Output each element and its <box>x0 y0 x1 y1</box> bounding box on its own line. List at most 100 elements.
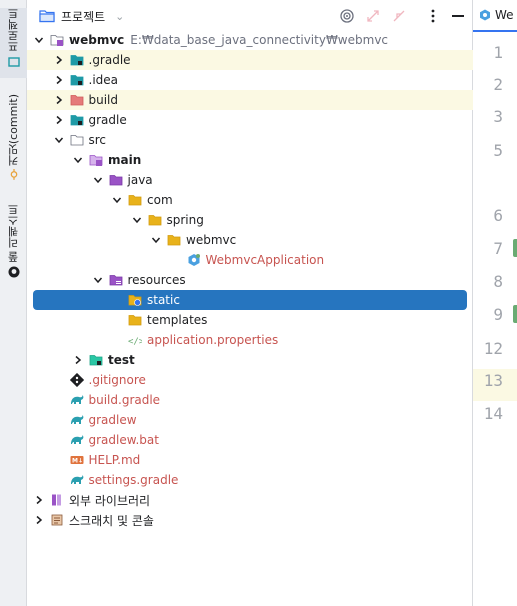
folder-icon-package <box>128 193 142 207</box>
tree-item-name: webmvc <box>186 233 237 247</box>
tree-item-label: 외부 라이브러리 <box>69 492 150 509</box>
more-vertical-icon <box>431 9 435 23</box>
gradle-icon <box>70 473 84 487</box>
tree-item-build[interactable]: build <box>27 90 473 110</box>
tree-item-templates[interactable]: templates <box>27 310 473 330</box>
tree-item-gradlew[interactable]: gradlew <box>27 410 473 430</box>
tree-item-label: webmvc <box>186 233 236 247</box>
tree-item-test[interactable]: test <box>27 350 473 370</box>
tree-item-resources[interactable]: resources <box>27 270 473 290</box>
hide-panel-button[interactable] <box>450 8 466 24</box>
project-path: E:₩data_base_java_connectivity₩webmvc <box>130 33 389 47</box>
gutter-run-marker[interactable] <box>513 305 517 323</box>
tree-item-application-properties[interactable]: </>application.properties <box>27 330 473 350</box>
tree-item-spring[interactable]: spring <box>27 210 473 230</box>
editor-tab-label: We <box>495 8 514 22</box>
markdown-icon: M↓ <box>70 453 84 467</box>
chevron-down-icon[interactable] <box>92 174 104 186</box>
commit-icon <box>10 169 17 180</box>
chevron-right-icon[interactable] <box>33 514 45 526</box>
line-number: 6 <box>493 206 503 225</box>
editor-tab[interactable]: We <box>473 0 517 32</box>
tree-item-webmvc[interactable]: webmvc <box>27 230 473 250</box>
tree-item-gradle[interactable]: gradle <box>27 110 473 130</box>
tree-item-idea[interactable]: .idea <box>27 70 473 90</box>
folder-icon-main <box>89 153 103 167</box>
chevron-down-icon[interactable] <box>150 234 162 246</box>
chevron-down-icon[interactable] <box>53 134 65 146</box>
chevron-down-icon[interactable] <box>72 154 84 166</box>
tree-item-name: 스크래치 및 콘솔 <box>69 513 154 528</box>
tree-item-label: .gradle <box>89 53 131 67</box>
tree-item-외부-라이브러리[interactable]: 외부 라이브러리 <box>27 490 473 510</box>
tree-item-label: gradle <box>89 113 127 127</box>
tree-item-name: com <box>147 193 173 207</box>
chevron-right-icon[interactable] <box>33 494 45 506</box>
tree-item-name: .gradle <box>88 53 131 67</box>
chevron-down-icon[interactable] <box>131 214 143 226</box>
tree-item-label: webmvc E:₩data_base_java_connectivity₩web… <box>69 33 388 47</box>
tree-item-name: build <box>88 93 119 107</box>
commit-tool-tab[interactable]: 커밋(commit) <box>0 94 27 180</box>
tree-item-java[interactable]: java <box>27 170 473 190</box>
select-opened-file-button[interactable] <box>339 8 355 24</box>
project-panel-title[interactable]: 프로젝트 <box>61 9 106 24</box>
folder-icon-package <box>167 233 181 247</box>
chevron-down-icon[interactable] <box>111 194 123 206</box>
project-tool-tab[interactable]: 프로젝트 <box>0 8 27 78</box>
chevron-right-icon[interactable] <box>72 354 84 366</box>
tree-item-name: settings.gradle <box>88 473 179 487</box>
chevron-right-icon[interactable] <box>53 94 65 106</box>
collapse-all-button[interactable] <box>391 8 407 24</box>
tree-item-gradle[interactable]: .gradle <box>27 50 473 70</box>
line-number: 8 <box>493 272 503 291</box>
tree-item-src[interactable]: src <box>27 130 473 150</box>
scratch-icon <box>50 513 64 527</box>
tree-item-name: spring <box>166 213 204 227</box>
tree-item-name: webmvc <box>69 33 125 47</box>
tree-item-name: gradlew <box>88 413 137 427</box>
tree-item-static[interactable]: static <box>33 290 467 310</box>
tree-item-gradlew-bat[interactable]: gradlew.bat <box>27 430 473 450</box>
tree-item-label: .idea <box>89 73 119 87</box>
chevron-right-icon[interactable] <box>53 74 65 86</box>
expand-all-button[interactable] <box>365 8 381 24</box>
tree-item-webmvcapplication[interactable]: WebmvcApplication <box>27 250 473 270</box>
tree-item-build-gradle[interactable]: build.gradle <box>27 390 473 410</box>
project-panel-header: 프로젝트 ⌄ <box>27 0 473 32</box>
tree-item-name: WebmvcApplication <box>205 253 325 267</box>
tree-item-com[interactable]: com <box>27 190 473 210</box>
chevron-right-icon[interactable] <box>53 114 65 126</box>
tree-item-gitignore[interactable]: .gitignore <box>27 370 473 390</box>
chevron-right-icon[interactable] <box>53 54 65 66</box>
minimize-icon <box>452 15 464 17</box>
tree-item-label: settings.gradle <box>89 473 179 487</box>
commit-tool-tab-label: 커밋(commit) <box>6 94 20 167</box>
tree-item-label: HELP.md <box>89 453 141 467</box>
tree-item-name: .gitignore <box>88 373 146 387</box>
project-panel: 프로젝트 ⌄ webmvc E:₩data_base_java_connectiv… <box>27 0 473 606</box>
chevron-down-icon[interactable]: ⌄ <box>115 9 125 23</box>
tree-item-label: spring <box>167 213 204 227</box>
tree-item-help-md[interactable]: M↓ HELP.md <box>27 450 473 470</box>
gradle-icon <box>70 413 84 427</box>
tree-item-main[interactable]: main <box>27 150 473 170</box>
tree-item-settings-gradle[interactable]: settings.gradle <box>27 470 473 490</box>
library-icon <box>50 493 64 507</box>
options-button[interactable] <box>425 8 441 24</box>
tree-item-name: gradle <box>88 113 127 127</box>
chevron-down-icon[interactable] <box>92 274 104 286</box>
pull-requests-tool-tab[interactable]: 풀 리퀘스트 <box>0 204 27 278</box>
tree-item-label: gradlew.bat <box>89 433 159 447</box>
tree-item-name: 외부 라이브러리 <box>69 493 151 508</box>
tree-item-스크래치-및-콘솔[interactable]: 스크래치 및 콘솔 <box>27 510 473 530</box>
tree-item-label: src <box>89 133 107 147</box>
chevron-down-icon[interactable] <box>33 34 45 46</box>
gutter-run-marker[interactable] <box>513 239 517 257</box>
current-line-highlight <box>473 369 517 401</box>
tree-item-name: static <box>147 293 180 307</box>
tree-item-webmvc[interactable]: webmvc E:₩data_base_java_connectivity₩web… <box>27 30 473 50</box>
spring-class-icon <box>480 9 490 21</box>
svg-text:M↓: M↓ <box>72 458 83 465</box>
